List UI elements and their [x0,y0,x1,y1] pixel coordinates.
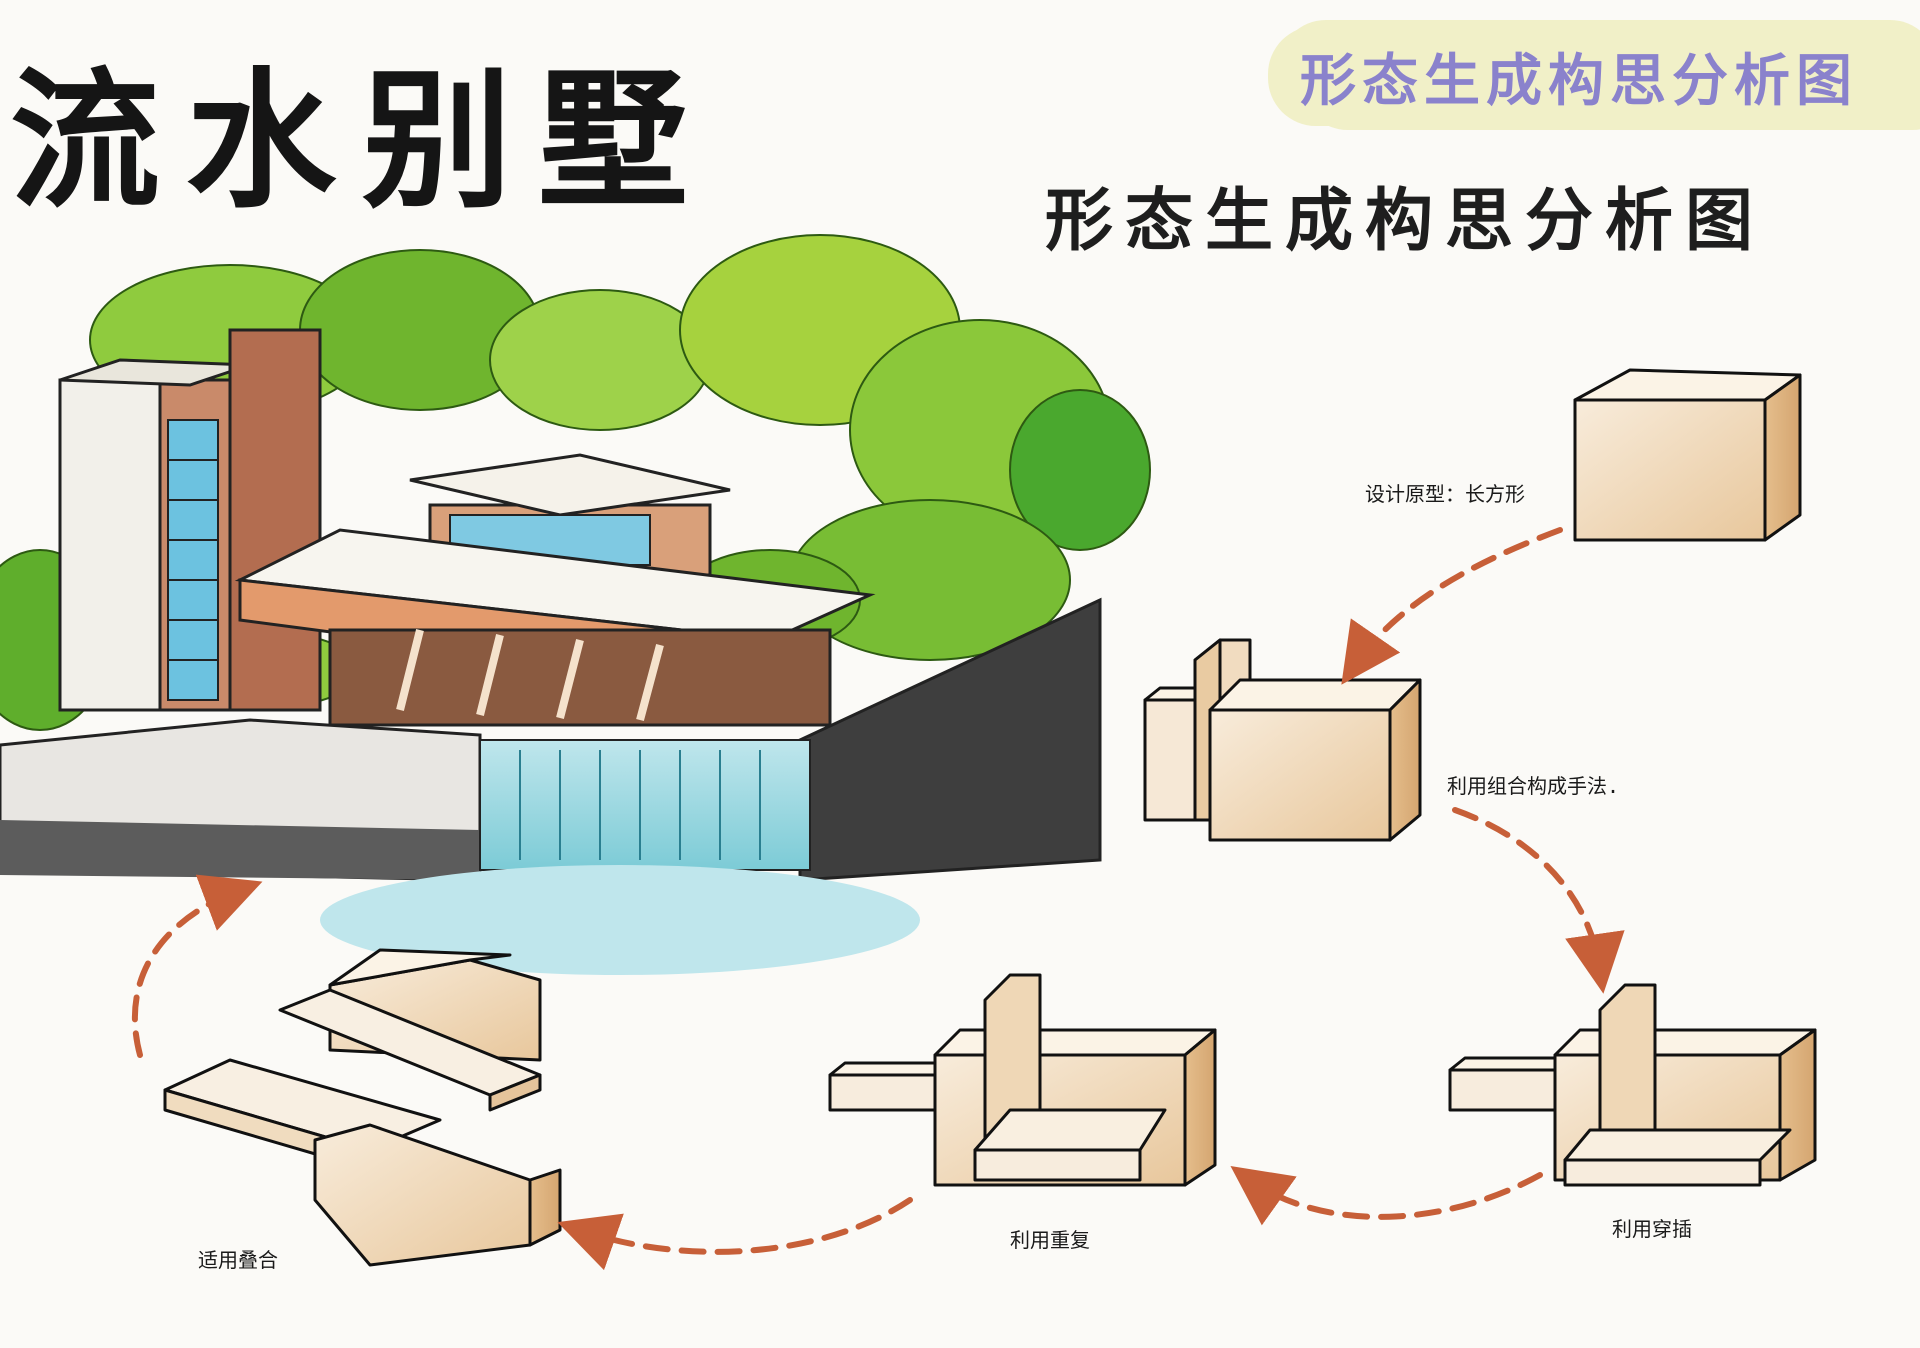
rock-ledge [0,597,1102,882]
step1-box [1573,368,1802,542]
step2-label: 利用组合构成手法. [1447,774,1620,798]
step3-interpenetration [1448,983,1817,1187]
flow-arrows [131,527,1625,1271]
stone-tower [58,328,322,712]
step2-combination [1143,638,1422,842]
main-title: 流水别墅 [10,53,715,229]
step1-label: 设计原型：长方形 [1365,482,1525,506]
step5-label: 适用叠合 [198,1248,278,1272]
subtitle: 形态生成构思分析图 [1045,181,1766,261]
arrow-4-to-5 [557,1197,913,1271]
arrow-5-to-top [131,874,263,1058]
arrow-2-to-3 [1452,807,1625,994]
fallingwater-illustration [0,234,1151,975]
waterfall [320,739,920,975]
arrow-3-to-4 [1230,1166,1543,1226]
step3-label: 利用穿插 [1612,1217,1692,1241]
title-badge-text: 形态生成构思分析图 [1300,49,1858,114]
arrow-1-to-2 [1341,527,1563,685]
step4-label: 利用重复 [1010,1228,1090,1252]
step5-superposition [163,948,562,1267]
main-cantilever [234,528,876,727]
title-badge: 形态生成构思分析图 [1278,20,1920,120]
step4-repetition [828,973,1217,1187]
